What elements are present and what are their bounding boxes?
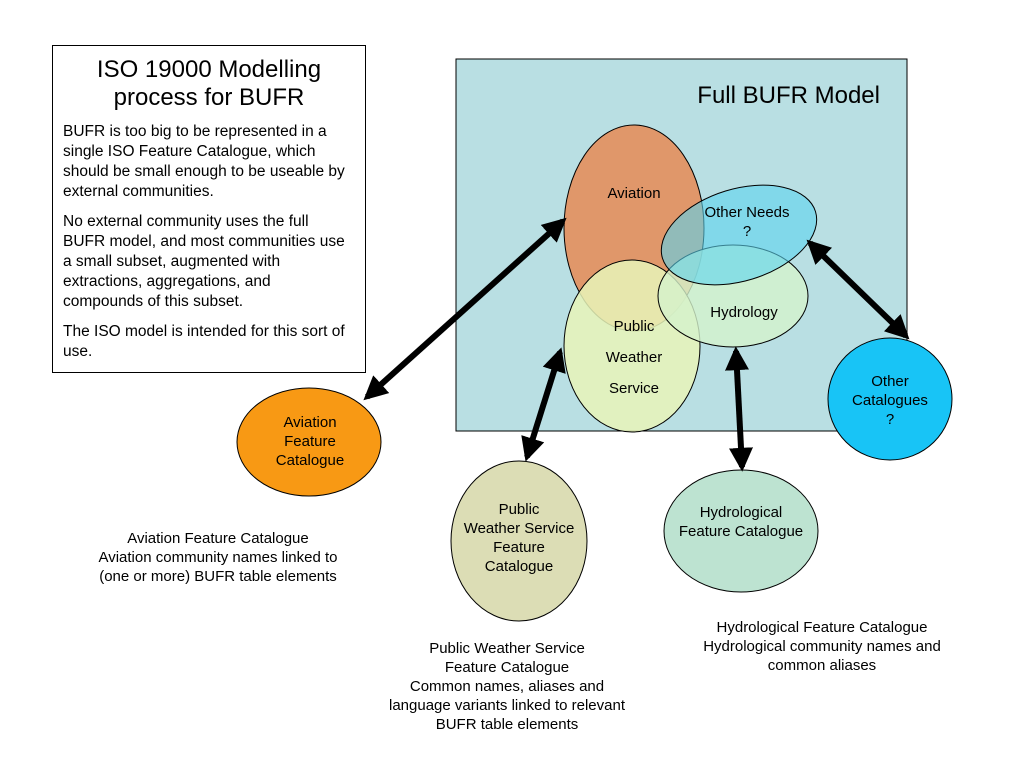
hydrology-arrow — [725, 346, 753, 472]
public-weather-caption: Public Weather Service Feature Catalogue… — [389, 640, 625, 733]
aviation-arrow — [363, 217, 567, 401]
public-weather-arrow — [521, 347, 566, 462]
hydrology-subset-label: Hydrology — [710, 304, 778, 321]
info-paragraph: BUFR is too big to be represented in a s… — [63, 123, 345, 200]
aviation-catalogue-label: Aviation Feature Catalogue — [275, 414, 345, 469]
aviation-catalogue-ellipse — [236, 387, 382, 497]
hydrological-caption: Hydrological Feature Catalogue Hydrologi… — [703, 619, 941, 674]
info-box: ISO 19000 Modelling process for BUFR BUF… — [52, 45, 366, 373]
hydrological-catalogue-label: Hydrological Feature Catalogue — [678, 504, 804, 540]
other-catalogue-label: Other Catalogues ? — [852, 373, 928, 428]
info-paragraph: No external community uses the full BUFR… — [63, 213, 345, 310]
full-bufr-model-title: Full BUFR Model — [697, 82, 880, 109]
other-needs-arrow — [806, 239, 910, 340]
public-weather-catalogue-ellipse — [450, 460, 588, 622]
aviation-caption: Aviation Feature Catalogue Aviation comm… — [98, 530, 338, 585]
info-title-line: ISO 19000 Modelling — [96, 56, 322, 83]
public-weather-subset-label: Public Weather Service — [605, 318, 663, 397]
info-title-line: process for BUFR — [113, 84, 305, 111]
other-needs-subset-ellipse — [660, 184, 818, 286]
info-box-title: ISO 19000 Modelling process for BUFR — [63, 56, 355, 112]
aviation-subset-label: Aviation — [607, 185, 661, 202]
other-needs-subset-label: Other Needs ? — [704, 204, 790, 240]
public-weather-catalogue-label: Public Weather Service Feature Catalogue — [463, 501, 575, 575]
info-paragraph: The ISO model is intended for this sort … — [63, 323, 345, 360]
